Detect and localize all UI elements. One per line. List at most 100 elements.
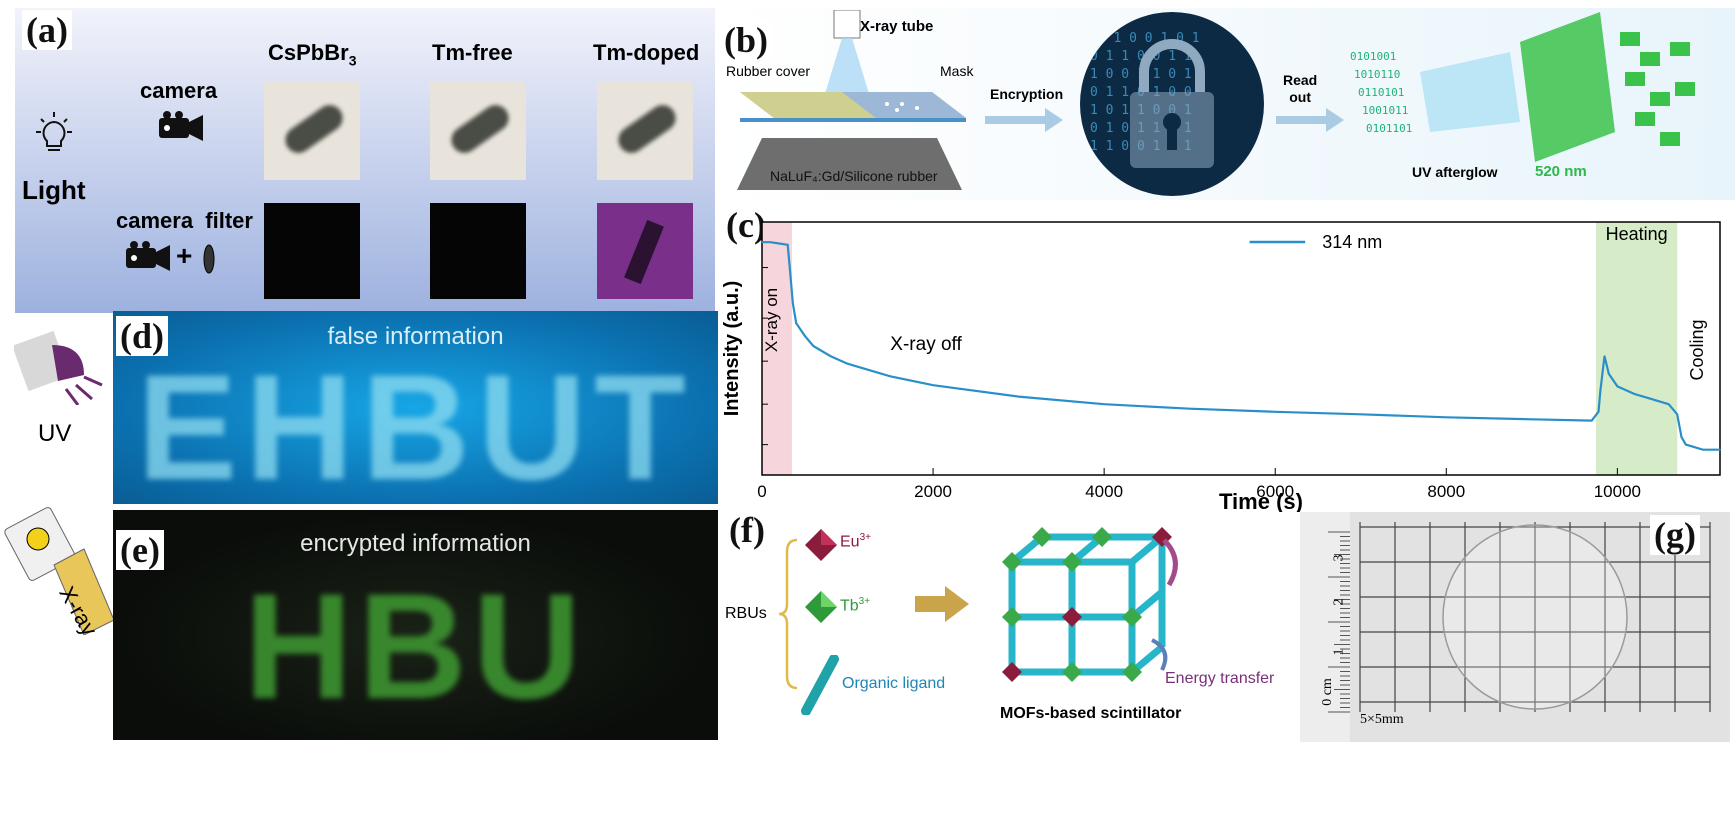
row-label-camera: camera xyxy=(140,78,218,103)
encrypted-information-caption: encrypted information xyxy=(300,530,531,557)
panel-g-photo: 0 cm 1 2 3 5×5mm xyxy=(1300,512,1730,742)
x-tick-label: 0 xyxy=(757,482,766,501)
xray-source-icon xyxy=(4,507,115,635)
annotation-cooling: Cooling xyxy=(1687,319,1707,380)
data-point xyxy=(1719,448,1721,451)
column-header-tm-doped: Tm-doped xyxy=(593,40,700,65)
column-header-tm-free: Tm-free xyxy=(432,40,513,65)
ruler-number: 1 xyxy=(1331,648,1347,656)
panel-label-g: (g) xyxy=(1650,515,1700,555)
x-tick-label: 8000 xyxy=(1427,482,1465,501)
ruler-number: 3 xyxy=(1331,554,1347,562)
tb-label: Tb3+ xyxy=(840,596,871,615)
data-point xyxy=(1531,418,1533,421)
x-tick-label: 6000 xyxy=(1256,482,1294,501)
data-point xyxy=(1597,410,1600,413)
svg-text:0101001: 0101001 xyxy=(1350,50,1396,63)
panel-label-d: (d) xyxy=(116,316,168,356)
column-header-cspbbr3: CsPbBr3 xyxy=(268,40,357,69)
heating-region xyxy=(1595,222,1678,475)
tb-octahedron-icon xyxy=(805,591,837,623)
rbu-brace xyxy=(778,538,798,690)
data-point xyxy=(1633,393,1636,395)
eu-label: Eu3+ xyxy=(840,532,871,551)
svg-text:1001011: 1001011 xyxy=(1362,104,1408,117)
data-point xyxy=(1684,443,1687,446)
binary-row: 0 1 1 0 0 1 1 xyxy=(1090,49,1192,64)
data-point xyxy=(1274,410,1277,413)
data-point xyxy=(1603,355,1606,357)
organic-ligand-label: Organic ligand xyxy=(842,675,946,692)
data-point xyxy=(1590,419,1593,422)
data-point xyxy=(1702,448,1704,451)
panel-label-f: (f) xyxy=(725,510,769,550)
data-point xyxy=(1650,398,1653,400)
encryption-stack-diagram xyxy=(737,92,966,190)
data-point xyxy=(889,375,892,378)
data-point xyxy=(803,335,806,337)
wavelength-label: 520 nm xyxy=(1535,163,1587,180)
padlock-icon xyxy=(1130,39,1214,168)
light-label: Light xyxy=(22,175,86,205)
arrow-right-icon xyxy=(985,108,1063,132)
photo-cspbbr3-light xyxy=(264,82,360,180)
panel-label-e: (e) xyxy=(116,530,164,570)
data-point xyxy=(778,242,780,245)
data-point xyxy=(786,243,789,246)
rubber-cover-label: Rubber cover xyxy=(726,63,811,79)
read-out-label: Read out xyxy=(1283,72,1318,105)
light-bulb-icon xyxy=(36,112,72,151)
mask-label: Mask xyxy=(940,63,974,79)
uv-afterglow-label: UV afterglow xyxy=(1412,164,1498,180)
annotation-heating: Heating xyxy=(1606,224,1668,244)
filter-lens-icon xyxy=(203,244,215,274)
ruler-number: 0 cm xyxy=(1319,678,1335,706)
y-axis-label: Intensity (a.u.) xyxy=(721,281,743,417)
data-point xyxy=(1680,436,1683,438)
row-label-camera-filter: camera filter xyxy=(116,208,253,233)
uv-lamp-icon xyxy=(14,330,103,405)
plot-frame xyxy=(761,221,1721,476)
data-point xyxy=(1667,403,1670,405)
afterglow-intensity-chart: 0 2000 4000 6000 8000 10000 314 nm Time (s) Inte… xyxy=(721,221,1721,512)
legend-label: 314 nm xyxy=(1322,232,1382,252)
photo-tm-doped-light xyxy=(597,82,693,180)
x-tick-label: 2000 xyxy=(914,482,952,501)
eu-octahedron-icon xyxy=(805,529,837,561)
data-point xyxy=(769,241,772,244)
ruler-number: 2 xyxy=(1331,598,1347,606)
energy-transfer-label: Energy transfer xyxy=(1165,670,1275,687)
data-point xyxy=(1103,403,1105,405)
data-point xyxy=(1616,385,1619,388)
data-point xyxy=(795,322,798,324)
data-point xyxy=(791,302,794,304)
panel-label-a: (a) xyxy=(22,10,72,50)
panel-e-photo: encrypted information HBU xyxy=(113,510,718,740)
svg-text:0101101: 0101101 xyxy=(1366,122,1412,135)
panel-d-photo: false information EHBUT xyxy=(113,311,718,504)
mof-framework-graphic xyxy=(1002,527,1178,682)
xray-on-region xyxy=(762,222,792,475)
encryption-label: Encryption xyxy=(990,86,1064,102)
panel-label-b: (b) xyxy=(720,20,772,60)
photo-tm-doped-filter xyxy=(597,203,693,299)
substrate-label: NaLuF₄:Gd/Silicone rubber xyxy=(770,168,938,184)
annotation-xray-on: X-ray on xyxy=(762,288,781,352)
data-point xyxy=(1188,407,1191,410)
data-point xyxy=(1599,390,1602,393)
data-point xyxy=(1445,416,1448,419)
ruler-and-grid xyxy=(1300,512,1711,742)
x-tick-label: 4000 xyxy=(1085,482,1123,501)
photo-cspbbr3-filter xyxy=(264,203,360,299)
uv-label: UV xyxy=(38,420,72,447)
annotation-xray-off: X-ray off xyxy=(890,334,962,355)
mofs-scintillator-label: MOFs-based scintillator xyxy=(1000,705,1182,722)
svg-text:1010110: 1010110 xyxy=(1354,68,1400,81)
lock-circle: 01 1 0 0 1 0 1 0 1 1 0 0 1 1 1 0 0 1 1 0… xyxy=(1080,12,1264,196)
xray-letters: HBU xyxy=(244,562,587,730)
arrow-right-icon xyxy=(915,586,969,622)
grid-size-label: 5×5mm xyxy=(1360,712,1404,727)
x-axis-label: Time (s) xyxy=(1219,489,1303,512)
x-tick-label: 10000 xyxy=(1594,482,1641,501)
